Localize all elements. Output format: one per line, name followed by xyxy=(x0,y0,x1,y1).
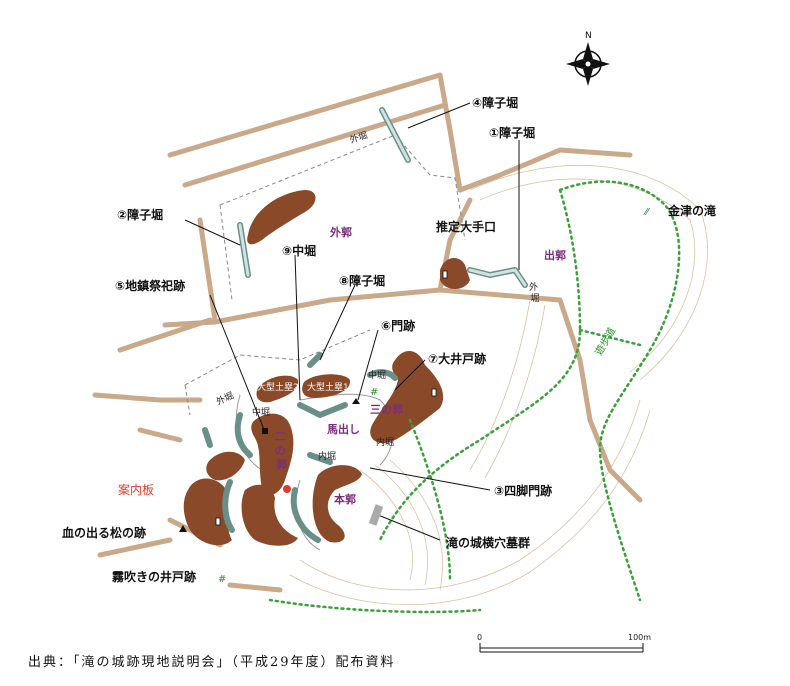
earthwork-west-1 xyxy=(206,451,245,481)
earthwork-mound-1 xyxy=(302,374,351,398)
label-uchibori-west: 内堀 xyxy=(318,450,336,462)
label-tombs: 滝の城横穴墓群 xyxy=(446,535,530,550)
label-nakabori-east: 中堀 xyxy=(368,369,386,381)
label-shoji-1: ①障子堀 xyxy=(489,125,535,140)
source-caption: 出典：「滝の城跡現地説明会」（平成29年度）配布資料 xyxy=(28,654,396,670)
well-marker-icon: # xyxy=(218,574,226,585)
label-nakabori-west: 中堀 xyxy=(252,406,270,418)
label-four-pillar-gate: ③四脚門跡 xyxy=(494,483,552,498)
moat-honmaru xyxy=(290,487,321,543)
label-sotobori-west: 外堀 xyxy=(214,389,235,407)
earthwork-demaru xyxy=(440,258,470,289)
label-otemon: 推定大手口 xyxy=(436,219,496,234)
pine-marker-icon xyxy=(179,525,187,532)
outer-moat-outline xyxy=(184,134,466,416)
earthwork-west-3 xyxy=(241,484,298,546)
moat-sanno xyxy=(367,369,398,381)
moat-shoji-8 xyxy=(307,352,323,368)
leader-lines xyxy=(184,102,520,541)
scale-start-label: 0 xyxy=(477,633,482,642)
signboard-icon xyxy=(442,270,448,279)
ritual-site-marker-icon xyxy=(262,428,268,434)
earthwork-honmaru xyxy=(312,465,362,543)
label-sotobori-east: 外 堀 xyxy=(529,281,541,304)
label-promenade: 遊歩道 xyxy=(592,325,618,357)
scale-end-label: 100m xyxy=(628,633,651,642)
earthwork-mound-2 xyxy=(256,375,299,403)
zone-sannokuruwa: 三の郭 xyxy=(370,402,403,416)
contour-lines xyxy=(289,164,708,605)
earthworks xyxy=(183,190,470,546)
label-mound-1: 大型土塁1 xyxy=(307,381,349,393)
moat-west-2 xyxy=(222,479,235,533)
compass-north-label: N xyxy=(585,31,592,41)
signboard-icon xyxy=(431,388,437,397)
signboard-icon xyxy=(215,517,221,526)
zone-honguruwa: 本郭 xyxy=(334,492,356,506)
compass-icon: N xyxy=(566,31,610,86)
well-marker-icon: # xyxy=(370,387,378,398)
label-pine: 血の出る松の跡 xyxy=(62,525,146,540)
label-uchibori-east: 内堀 xyxy=(376,436,394,448)
earthwork-ninomaru xyxy=(251,413,294,495)
earthwork-west-2 xyxy=(183,478,232,546)
map-markers: # # ⁄⁄ xyxy=(179,207,651,585)
earthwork-sannomaru xyxy=(370,350,444,444)
label-mound-2: 大型土塁2 xyxy=(257,381,299,393)
moat-9 xyxy=(297,402,348,418)
moat-nakabori xyxy=(234,412,253,458)
label-shoji-8: ⑧障子堀 xyxy=(339,273,385,288)
earthwork-outer-bailey xyxy=(247,190,316,245)
moats xyxy=(202,107,528,543)
waterfall-marker-icon: ⁄⁄ xyxy=(643,207,651,218)
label-fog-well: 霧吹きの井戸跡 xyxy=(112,569,196,584)
promenade xyxy=(268,180,681,614)
map-labels: ④障子堀 ①障子堀 金津の滝 ②障子堀 推定大手口 ⑨中堀 ⑧障子堀 ⑤地鎮祭祀… xyxy=(62,95,716,584)
zone-sotoguruwa: 外郭 xyxy=(329,225,352,239)
moat-west xyxy=(202,427,213,448)
moat-uchibori xyxy=(307,452,333,465)
zone-umadashi: 馬出し xyxy=(327,422,360,436)
scale-bar: 0 100m xyxy=(477,633,651,653)
roads xyxy=(92,72,643,593)
label-ritual-site: ⑤地鎮祭祀跡 xyxy=(115,278,185,293)
gate-marker-icon xyxy=(352,398,360,404)
label-kanazu-falls: 金津の滝 xyxy=(667,203,716,218)
label-nakabori-9: ⑨中堀 xyxy=(282,243,316,258)
zone-demaru: 出郭 xyxy=(544,248,566,262)
zone-ninoguruwa: 二 の 郭 xyxy=(275,430,290,471)
tomb-marker-icon xyxy=(368,504,384,526)
label-gate-6: ⑥門跡 xyxy=(381,318,415,333)
info-board-dot-icon xyxy=(283,485,291,493)
label-info-board: 案内板 xyxy=(118,482,154,497)
label-well-7: ⑦大井戸跡 xyxy=(428,351,486,366)
label-shoji-2: ②障子堀 xyxy=(117,207,163,222)
label-shoji-4: ④障子堀 xyxy=(472,95,518,110)
